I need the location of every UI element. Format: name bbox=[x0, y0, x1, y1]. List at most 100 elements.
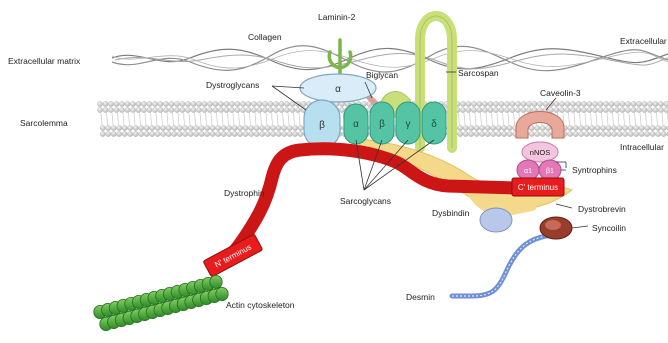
lipid-tail bbox=[635, 113, 636, 125]
lipid-head bbox=[535, 125, 540, 130]
lipid-head bbox=[279, 101, 284, 106]
lipid-head bbox=[232, 131, 237, 136]
lipid-head bbox=[636, 101, 641, 106]
lipid-tail bbox=[107, 113, 108, 125]
lipid-head bbox=[174, 101, 179, 106]
lipid-head bbox=[664, 101, 668, 106]
lipid-head bbox=[161, 131, 166, 136]
lipid-head bbox=[254, 131, 259, 136]
lipid-head bbox=[515, 101, 520, 106]
lipid-head bbox=[656, 125, 661, 130]
lipid-tail bbox=[156, 113, 157, 125]
lipid-tail bbox=[503, 113, 504, 125]
lipid-head bbox=[298, 131, 303, 136]
lipid-tail bbox=[145, 113, 146, 125]
lipid-head bbox=[218, 107, 223, 112]
lipid-head bbox=[238, 131, 243, 136]
lipid-tail bbox=[283, 113, 284, 125]
lipid-head bbox=[614, 101, 619, 106]
lipid-head bbox=[169, 107, 174, 112]
lipid-head bbox=[240, 107, 245, 112]
lipid-tail bbox=[123, 113, 124, 125]
lipid-head bbox=[282, 131, 287, 136]
lipid-head bbox=[658, 101, 663, 106]
lipid-head bbox=[111, 125, 116, 130]
lipid-head bbox=[183, 131, 188, 136]
lipid-head bbox=[639, 131, 644, 136]
lipid-head bbox=[460, 101, 465, 106]
lipid-head bbox=[152, 107, 157, 112]
lipid-head bbox=[482, 107, 487, 112]
lipid-head bbox=[631, 107, 636, 112]
lipid-head bbox=[480, 131, 485, 136]
lipid-head bbox=[130, 107, 135, 112]
lipid-head bbox=[287, 131, 292, 136]
lipid-head bbox=[139, 125, 144, 130]
lipid-head bbox=[595, 131, 600, 136]
lipid-head bbox=[125, 101, 130, 106]
lipid-head bbox=[463, 131, 468, 136]
lipid-head bbox=[166, 131, 171, 136]
lipid-tail bbox=[640, 113, 641, 125]
lipid-head bbox=[603, 107, 608, 112]
lipid-head bbox=[647, 107, 652, 112]
dystrophin-label: Dystrophin bbox=[224, 188, 265, 198]
lipid-head bbox=[584, 131, 589, 136]
lipid-tail bbox=[228, 113, 229, 125]
lipid-head bbox=[491, 125, 496, 130]
lipid-tail bbox=[580, 113, 581, 125]
lipid-head bbox=[227, 131, 232, 136]
lipid-head bbox=[163, 107, 168, 112]
lipid-head bbox=[496, 125, 501, 130]
lipid-head bbox=[568, 131, 573, 136]
lipid-head bbox=[460, 107, 465, 112]
lipid-head bbox=[628, 125, 633, 130]
lipid-tail bbox=[475, 113, 476, 125]
lipid-head bbox=[293, 125, 298, 130]
lipid-tail bbox=[492, 113, 493, 125]
lipid-head bbox=[504, 101, 509, 106]
lipid-head bbox=[488, 107, 493, 112]
lipid-head bbox=[537, 101, 542, 106]
lipid-head bbox=[474, 125, 479, 130]
lipid-head bbox=[224, 107, 229, 112]
dysbindin-shape bbox=[480, 208, 512, 232]
lipid-head bbox=[568, 125, 573, 130]
lipid-head bbox=[609, 107, 614, 112]
lipid-head bbox=[647, 101, 652, 106]
lipid-head bbox=[661, 125, 666, 130]
syntrophin-beta1-symbol: β1 bbox=[546, 168, 554, 175]
lipid-head bbox=[579, 131, 584, 136]
lipid-head bbox=[235, 101, 240, 106]
lipid-head bbox=[276, 125, 281, 130]
lipid-head bbox=[202, 101, 207, 106]
lipid-head bbox=[260, 125, 265, 130]
lipid-head bbox=[111, 131, 116, 136]
collagen-fibers bbox=[112, 46, 668, 72]
lipid-head bbox=[232, 125, 237, 130]
lipid-tail bbox=[481, 113, 482, 125]
lipid-head bbox=[276, 131, 281, 136]
lipid-head bbox=[515, 107, 520, 112]
lipid-head bbox=[471, 101, 476, 106]
lipid-head bbox=[210, 131, 215, 136]
lipid-head bbox=[287, 125, 292, 130]
lipid-head bbox=[218, 101, 223, 106]
lipid-head bbox=[265, 131, 270, 136]
lipid-tail bbox=[200, 113, 201, 125]
lipid-head bbox=[504, 107, 509, 112]
lipid-head bbox=[634, 125, 639, 130]
lipid-head bbox=[510, 101, 515, 106]
lipid-head bbox=[191, 107, 196, 112]
lipid-head bbox=[601, 131, 606, 136]
lipid-head bbox=[631, 101, 636, 106]
lipid-head bbox=[463, 125, 468, 130]
lipid-head bbox=[565, 107, 570, 112]
lipid-head bbox=[210, 125, 215, 130]
lipid-head bbox=[466, 107, 471, 112]
lipid-tail bbox=[591, 113, 592, 125]
laminin-label: Laminin-2 bbox=[318, 12, 356, 22]
lipid-tail bbox=[189, 113, 190, 125]
lipid-head bbox=[559, 107, 564, 112]
